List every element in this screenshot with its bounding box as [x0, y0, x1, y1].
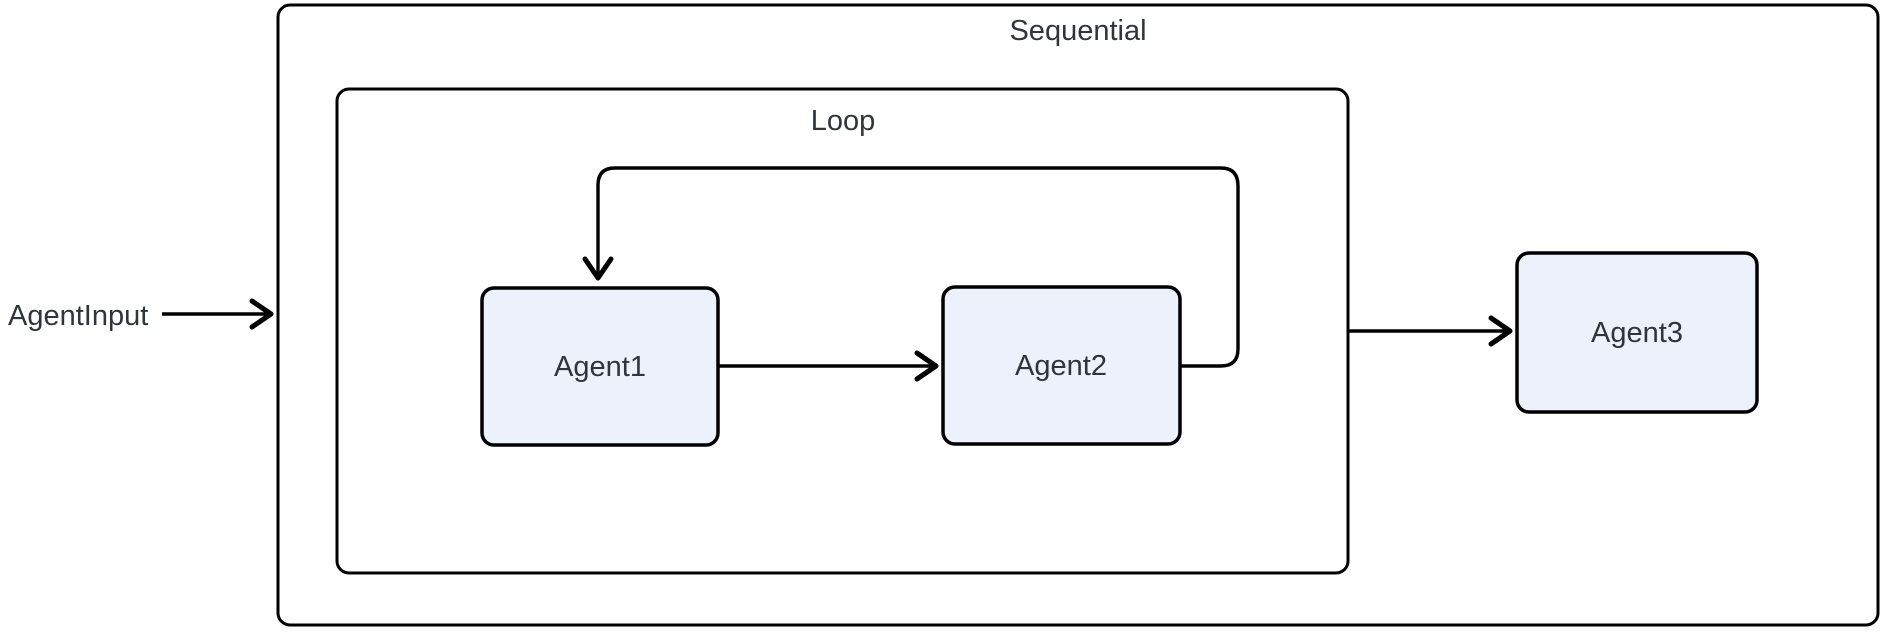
sequential-box: [276, 3, 1880, 627]
loop-label: Loop: [811, 105, 876, 137]
node-agent3: Agent3: [1515, 251, 1759, 414]
cluster-sequential: Sequential: [276, 3, 1880, 627]
agent3-label: Agent3: [1591, 317, 1683, 349]
node-agent1: Agent1: [480, 286, 720, 447]
agent2-label: Agent2: [1015, 350, 1107, 382]
agent-input-label: AgentInput: [8, 300, 148, 332]
agent2-box: [941, 285, 1182, 446]
node-agent2: Agent2: [941, 285, 1182, 446]
sequential-label: Sequential: [1009, 15, 1146, 47]
loop-box: [335, 87, 1350, 575]
agent1-label: Agent1: [554, 351, 646, 383]
agent3-box: [1515, 251, 1759, 414]
agent1-box: [480, 286, 720, 447]
cluster-loop: Loop: [335, 87, 1350, 575]
edge-agent2-loopback-to-agent1: [582, 166, 1240, 368]
